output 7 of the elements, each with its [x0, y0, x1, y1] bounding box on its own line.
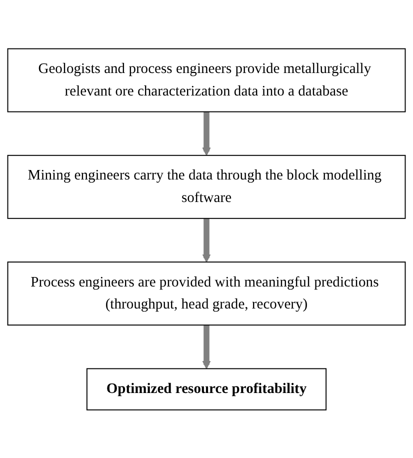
node-box: Process engineers are provided with meaningful predictions (throughput, head grade, recovery) — [7, 261, 406, 326]
arrow — [202, 324, 211, 369]
node-box: Geologists and process engineers provide metallurgically relevant ore characterization data into a database — [7, 48, 406, 112]
node-box: Optimized resource profitability — [86, 368, 327, 410]
node-box: Mining engineers carry the data through the block modelling software — [7, 154, 406, 219]
arrow — [202, 218, 211, 262]
arrow — [202, 111, 211, 156]
